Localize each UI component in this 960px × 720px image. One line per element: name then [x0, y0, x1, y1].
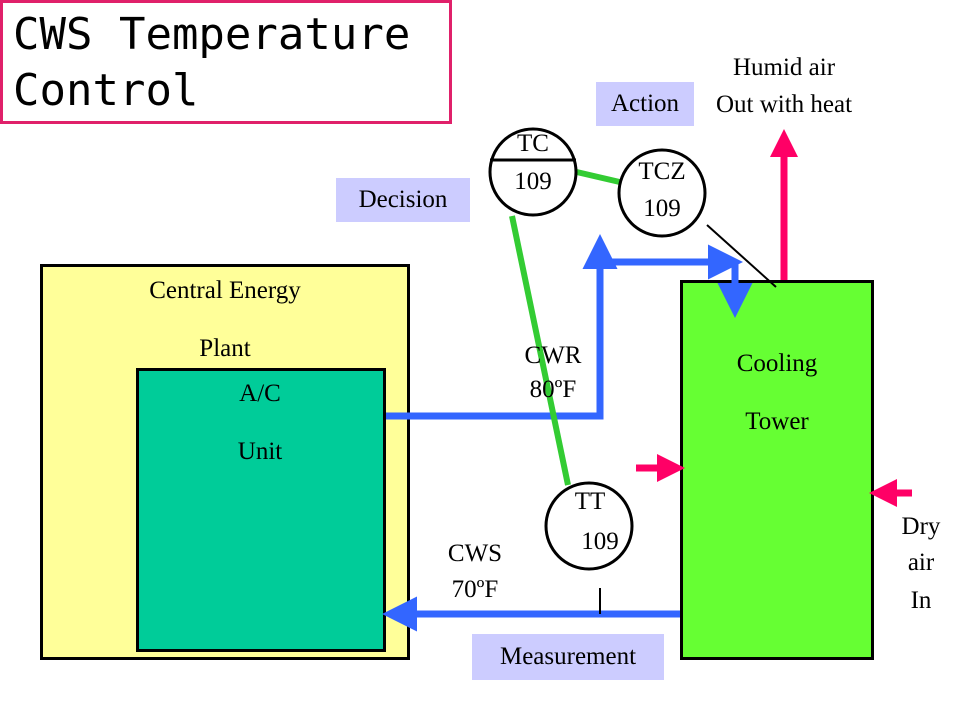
ac-unit-label-line-2: Unit [237, 438, 283, 465]
dry-air-label-line-3: In [910, 587, 932, 614]
cws-name-label: CWS [447, 540, 503, 567]
title-line-1: CWS Temperature [13, 9, 411, 60]
cwr-temp-label: 80ºF [529, 376, 577, 403]
tcz-109-bubble [617, 148, 707, 238]
decision-tag-box [336, 178, 470, 222]
title-box: CWS Temperature Control [0, 0, 452, 124]
tc-109-bubble [488, 127, 578, 217]
title-line-2: Control [13, 65, 199, 116]
tc-number-label: 109 [514, 168, 552, 195]
plant-label-line-2: Plant [199, 335, 251, 362]
tcz-number-label: 109 [643, 195, 681, 222]
measurement-tag-label: Measurement [499, 643, 637, 670]
ac-unit-label-line-1: A/C [239, 380, 281, 407]
tt-number-label: 109 [581, 528, 619, 555]
diagram-title: CWS Temperature Control [13, 7, 453, 119]
cooling-tower-box [680, 280, 874, 660]
humid-air-label-line-1: Humid air [732, 54, 836, 81]
cwr-water-line [386, 234, 618, 420]
action-tag-box [596, 82, 694, 126]
dry-air-label-line-2: air [907, 549, 935, 576]
cooling-tower-label-line-1: Cooling [736, 350, 818, 377]
tc-tag-label: TC [517, 130, 549, 157]
tcz-to-tower-link [706, 224, 777, 288]
dry-air-label-line-1: Dry [901, 513, 941, 540]
decision-tag-label: Decision [358, 186, 448, 213]
measurement-tag-box [472, 634, 664, 680]
tt-109-bubble [544, 481, 634, 571]
cooling-tower-label-line-2: Tower [745, 408, 809, 435]
ac-unit-box [136, 368, 386, 652]
humid-air-label-line-2: Out with heat [715, 91, 853, 118]
tt-tag-label: TT [574, 488, 606, 515]
action-tag-label: Action [610, 90, 680, 117]
plant-label-line-1: Central Energy [149, 277, 301, 304]
tcz-tag-label: TCZ [638, 158, 686, 185]
signal-line-tt-to-tc [509, 215, 571, 486]
cws-temp-label: 70ºF [451, 576, 499, 603]
cwr-name-label: CWR [524, 342, 582, 369]
